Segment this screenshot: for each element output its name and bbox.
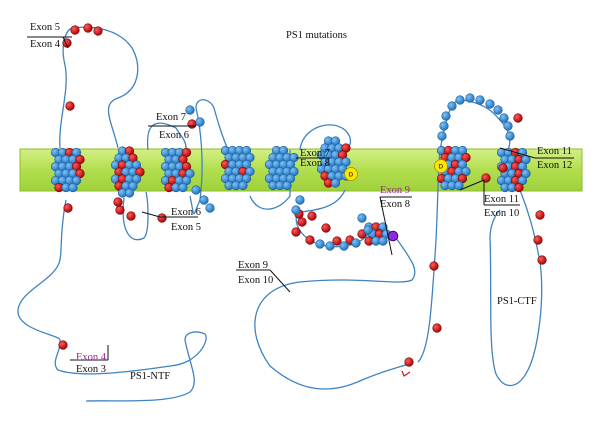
residue: [437, 131, 447, 141]
residue: [363, 225, 373, 235]
exon-label-7b: Exon 7: [300, 148, 330, 159]
residue: [493, 105, 503, 115]
membrane: [19, 148, 583, 192]
residue: [378, 236, 388, 246]
residue: [439, 121, 449, 131]
exon-label-4-bottom: Exon 4: [76, 352, 107, 363]
exon-label-12: Exon 12: [537, 160, 572, 171]
exon-label-11b: Exon 11: [484, 194, 519, 205]
residue: [475, 95, 485, 105]
exon-label-5b: Exon 5: [171, 222, 201, 233]
exon-label-6a: Exon 6: [159, 130, 189, 141]
residue: [503, 121, 513, 131]
mutation-residue: [514, 182, 524, 193]
aspartate-d385: D: [434, 159, 448, 173]
mutation-residue: [481, 173, 491, 183]
mutation-residue: [126, 211, 136, 221]
residue: [339, 241, 349, 251]
mutation-residue: [157, 213, 167, 223]
residue: [325, 241, 335, 251]
exon-label-5: Exon 5: [30, 22, 60, 33]
mutation-residue: [533, 235, 543, 245]
mutation-residue: [332, 236, 342, 246]
exon-label-6b: Exon 6: [171, 207, 201, 218]
residue: [315, 239, 325, 249]
residue: [351, 238, 361, 248]
exon-label-7a: Exon 7: [156, 112, 186, 123]
mutation-residue: [187, 119, 197, 129]
diagram-title: PS1 mutations: [286, 30, 347, 41]
residue: [295, 195, 305, 205]
residue: [191, 185, 201, 195]
residue: [357, 213, 367, 223]
mutation-residue: [291, 227, 301, 237]
mutation-residue: [93, 26, 103, 36]
svg-text:D: D: [439, 164, 444, 171]
residue: [441, 111, 451, 121]
residue: [454, 180, 464, 191]
exon-label-10b: Exon 10: [484, 208, 519, 219]
residue: [185, 105, 195, 115]
protein-backbone: [17, 26, 543, 402]
residue: [124, 188, 135, 198]
mutation-residue: [65, 101, 75, 111]
mutation-residue: [58, 340, 68, 350]
mutation-residue: [429, 261, 439, 271]
mutation-residue: [537, 255, 547, 265]
residue: [282, 180, 292, 191]
mutation-residue: [305, 235, 315, 245]
residue: [199, 195, 209, 205]
exon-boundary-lines: [27, 36, 574, 361]
mutation-residue: [321, 223, 331, 233]
exon-label-10a: Exon 10: [238, 275, 273, 286]
residue: [465, 93, 475, 103]
mutation-residue: [113, 197, 123, 207]
exon-label-4-top: Exon 4: [30, 39, 61, 50]
exon-label-8b: Exon 8: [380, 199, 410, 210]
residue-layer: [50, 23, 547, 367]
special-residue: [387, 230, 399, 242]
mutation-residue: [83, 23, 93, 33]
residue: [291, 205, 301, 215]
residue: [455, 95, 465, 105]
residue: [178, 182, 188, 193]
mutation-residue: [432, 323, 442, 333]
mutation-residue: [297, 217, 307, 227]
residue: [238, 180, 248, 191]
exon-label-3: Exon 3: [76, 364, 106, 375]
exon-label-8a: Exon 8: [300, 158, 330, 169]
mutation-residue: [498, 163, 508, 173]
svg-text:D: D: [349, 172, 354, 179]
residue: [330, 178, 341, 188]
mutation-residue: [513, 113, 523, 123]
residue: [499, 113, 509, 123]
aspartate-d257: D: [344, 167, 358, 181]
fragment-label-ctf: PS1-CTF: [497, 296, 537, 307]
exon-label-9b: Exon 9: [238, 260, 268, 271]
mutation-residue: [63, 203, 73, 213]
cleavage-mark: [401, 370, 411, 377]
mutation-residue: [307, 211, 317, 221]
exon-label-9a: Exon 9: [380, 185, 410, 196]
residue: [485, 99, 495, 109]
exon-label-11a: Exon 11: [537, 146, 572, 157]
mutation-residue: [535, 210, 545, 220]
residue: [195, 117, 205, 127]
mutation-residue: [115, 205, 125, 215]
mutation-residue: [404, 357, 414, 367]
residue: [505, 131, 515, 141]
residue: [205, 203, 215, 213]
mutation-residue: [70, 25, 80, 35]
fragment-label-ntf: PS1-NTF: [130, 371, 170, 382]
residue: [68, 182, 78, 193]
residue: [447, 101, 457, 111]
